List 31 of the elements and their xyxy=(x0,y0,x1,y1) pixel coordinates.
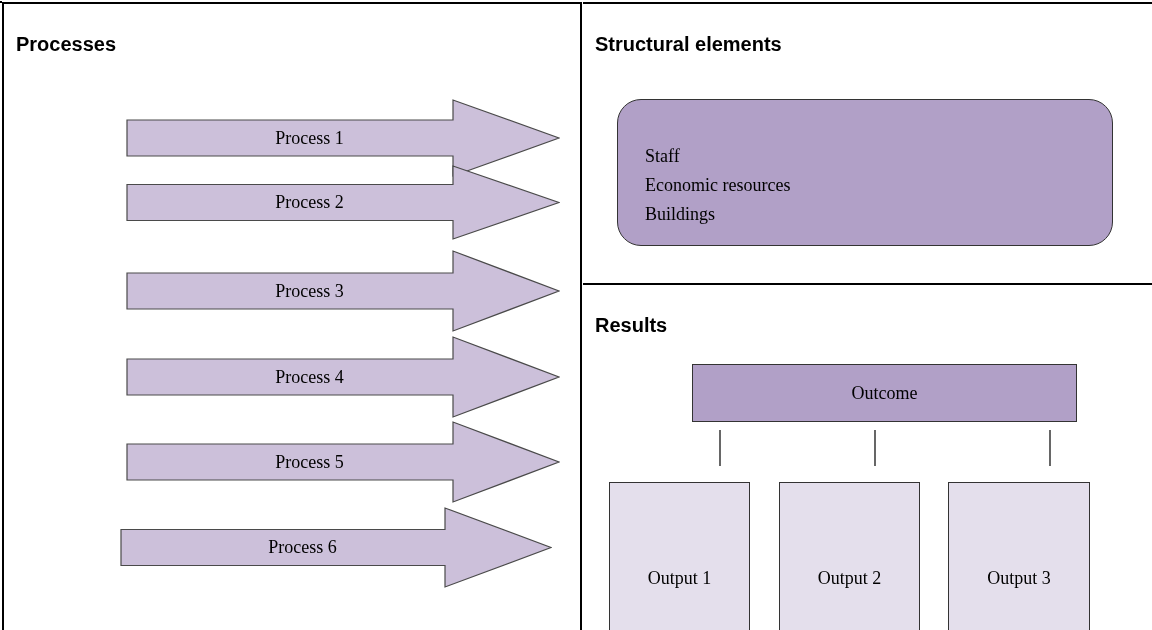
output-box xyxy=(948,482,1090,630)
output-box xyxy=(609,482,750,630)
node-text: Processes xyxy=(16,34,117,54)
node-text: Process 1 xyxy=(275,126,344,150)
node-text: Output 1 xyxy=(647,567,712,590)
node-text: Output 2 xyxy=(817,567,882,590)
connector-line xyxy=(1049,429,1051,467)
node-text: Outcome xyxy=(851,381,918,405)
node-text: Staff xyxy=(645,145,681,168)
process-block xyxy=(126,165,560,240)
node-text: Results xyxy=(595,315,668,335)
node-text: Process 6 xyxy=(268,536,337,559)
process-block xyxy=(126,250,560,332)
rounded-box xyxy=(617,99,1113,246)
node-text: Output 3 xyxy=(987,567,1051,590)
outcome-box xyxy=(692,364,1077,422)
process-block xyxy=(126,336,560,418)
table-panel xyxy=(583,283,1152,630)
node-text: Process 4 xyxy=(275,365,344,389)
node-text: Economic resources xyxy=(645,174,792,197)
process-block xyxy=(126,421,560,503)
node-text: Process 3 xyxy=(275,279,344,303)
connector-line xyxy=(719,429,721,467)
node-text: Process 5 xyxy=(275,450,344,474)
output-box xyxy=(779,482,920,630)
node-text: Process 2 xyxy=(275,191,344,214)
table-panel xyxy=(2,2,582,630)
process-block xyxy=(120,507,552,588)
connector-line xyxy=(874,429,876,467)
node-text: Buildings xyxy=(645,203,716,226)
node-text: Structural elements xyxy=(595,34,782,54)
